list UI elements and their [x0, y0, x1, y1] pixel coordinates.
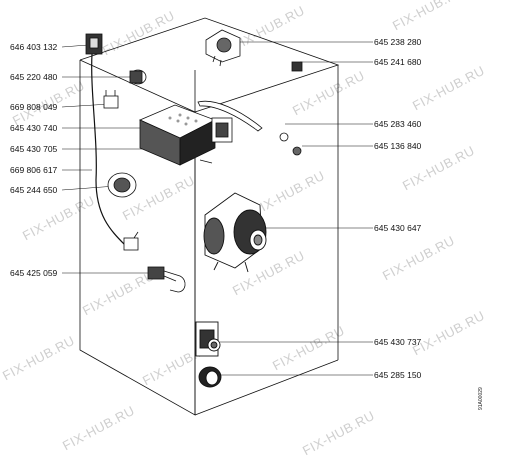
- part-door-lock-pin: [279, 132, 289, 142]
- label-645-430-705: 645 430 705: [10, 144, 58, 154]
- label-645-241-680: 645 241 680: [374, 57, 422, 67]
- label-645-425-059: 645 425 059: [10, 268, 58, 278]
- label-645-283-460: 645 283 460: [374, 119, 422, 129]
- part-switch: [85, 33, 103, 55]
- drawing-code: 91A00029: [478, 387, 484, 410]
- label-646-403-132: 646 403 132: [10, 42, 58, 52]
- part-heating-element: [147, 266, 186, 293]
- label-645-285-150: 645 285 150: [374, 370, 422, 380]
- cabinet-front-top: [79, 59, 196, 113]
- part-control-module: [139, 104, 233, 166]
- part-motor: [203, 192, 267, 273]
- label-645-220-480: 645 220 480: [10, 72, 58, 82]
- label-645-244-650: 645 244 650: [10, 185, 58, 195]
- part-ntc-sensor: [107, 172, 137, 198]
- cabinet-bottom-right: [194, 359, 339, 416]
- label-669-806-617: 669 806 617: [10, 165, 58, 175]
- cabinet-top-edge: [79, 17, 340, 113]
- part-grommet: [292, 146, 302, 156]
- leader-645244650: [61, 185, 117, 191]
- part-clip: [291, 61, 303, 72]
- label-645-136-840: 645 136 840: [374, 141, 422, 151]
- part-wire-connector: [123, 231, 139, 251]
- label-645-430-647: 645 430 647: [374, 223, 422, 233]
- part-connector: [103, 90, 119, 109]
- part-suppressor: [129, 69, 147, 85]
- part-door-lock-arm: [197, 100, 263, 132]
- part-drain-pump: [195, 321, 221, 357]
- label-645-238-280: 645 238 280: [374, 37, 422, 47]
- label-645-430-740: 645 430 740: [10, 123, 58, 133]
- leader-669808049: [61, 103, 111, 108]
- label-669-808-049: 669 808 049: [10, 102, 58, 112]
- part-pressure-switch: [205, 29, 241, 67]
- label-645-430-737: 645 430 737: [374, 337, 422, 347]
- leader-646403132: [61, 44, 89, 48]
- part-wire-harness: [91, 53, 126, 246]
- part-filter-cap: [198, 366, 222, 388]
